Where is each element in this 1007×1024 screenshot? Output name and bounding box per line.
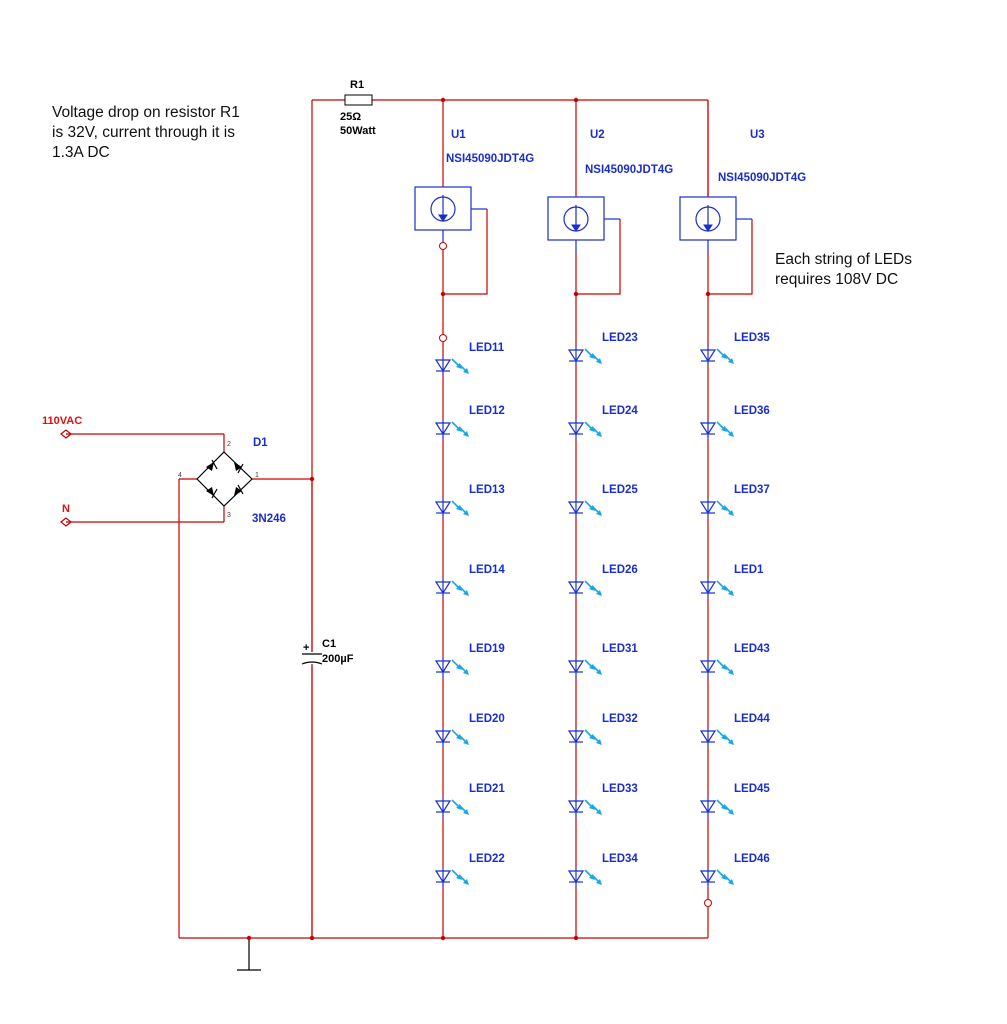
junction-dots — [246, 97, 711, 941]
led-led45: LED45 — [699, 783, 770, 817]
led-label: LED13 — [469, 484, 505, 496]
led-label: LED25 — [602, 484, 638, 496]
led-label: LED37 — [734, 484, 770, 496]
led-label: LED36 — [734, 405, 770, 417]
resistor-value: 25Ω — [340, 111, 361, 123]
resistor-ref: R1 — [350, 79, 364, 91]
led-led44: LED44 — [699, 713, 770, 747]
led-led34: LED34 — [567, 853, 638, 887]
led-led14: LED14 — [434, 564, 505, 598]
led-led13: LED13 — [434, 484, 505, 518]
led-led25: LED25 — [567, 484, 638, 518]
led-led32: LED32 — [567, 713, 638, 747]
led-led1: LED1 — [699, 564, 764, 598]
led-led36: LED36 — [699, 405, 770, 439]
led-led37: LED37 — [699, 484, 770, 518]
capacitor-value: 200µF — [322, 653, 354, 665]
regulator-ref: U3 — [750, 129, 765, 141]
line-input-label: 110VAC — [42, 415, 82, 427]
led-led43: LED43 — [699, 643, 770, 677]
led-led22: LED22 — [434, 853, 505, 887]
led-label: LED21 — [469, 783, 505, 795]
led-label: LED23 — [602, 332, 638, 344]
wiring — [66, 99, 708, 971]
led-label: LED46 — [734, 853, 770, 865]
capacitor-ref: C1 — [322, 638, 336, 650]
led-note: Each string of LEDs requires 108V DC — [775, 251, 912, 288]
led-label: LED19 — [469, 643, 505, 655]
led-label: LED22 — [469, 853, 505, 865]
resistor-note: Voltage drop on resistor R1 is 32V, curr… — [52, 104, 240, 161]
led-note-line-1: Each string of LEDs — [775, 251, 912, 268]
capacitor-polarity: + — [303, 642, 309, 654]
bridge-pin-3: 3 — [227, 512, 231, 519]
led-label: LED31 — [602, 643, 638, 655]
led-label: LED14 — [469, 564, 505, 576]
input-terminals: 110VAC N — [42, 415, 82, 527]
bridge-ref: D1 — [253, 437, 268, 449]
led-led19: LED19 — [434, 643, 505, 677]
led-led46: LED46 — [699, 853, 770, 887]
resistor-rating: 50Watt — [340, 125, 376, 137]
led-led21: LED21 — [434, 783, 505, 817]
led-label: LED43 — [734, 643, 770, 655]
led-led20: LED20 — [434, 713, 505, 747]
note-line-3: 1.3A DC — [52, 144, 110, 161]
led-label: LED1 — [734, 564, 764, 576]
led-led12: LED12 — [434, 405, 505, 439]
bridge-part: 3N246 — [252, 513, 286, 525]
led-label: LED12 — [469, 405, 505, 417]
note-line-2: is 32V, current through it is — [52, 124, 235, 141]
regulator-part: NSI45090JDT4G — [585, 164, 673, 176]
capacitor-c1: + C1 200µF — [300, 638, 354, 938]
led-led24: LED24 — [567, 405, 638, 439]
bridge-pin-1: 1 — [255, 472, 259, 479]
led-label: LED44 — [734, 713, 770, 725]
resistor-r1: R1 25Ω 50Watt — [340, 79, 376, 137]
led-label: LED35 — [734, 332, 770, 344]
bridge-pin-2: 2 — [227, 441, 231, 448]
led-led26: LED26 — [567, 564, 638, 598]
regulator-ref: U2 — [590, 129, 605, 141]
led-label: LED33 — [602, 783, 638, 795]
led-label: LED32 — [602, 713, 638, 725]
regulator-part: NSI45090JDT4G — [718, 172, 806, 184]
regulator-ref: U1 — [451, 129, 466, 141]
led-label: LED34 — [602, 853, 638, 865]
led-label: LED24 — [602, 405, 638, 417]
led-label: LED20 — [469, 713, 505, 725]
led-led31: LED31 — [567, 643, 638, 677]
led-led11: LED11 — [434, 342, 505, 376]
neutral-input-label: N — [62, 503, 70, 515]
led-label: LED26 — [602, 564, 638, 576]
bridge-rectifier-d1: 2 1 3 4 D1 3N246 — [178, 437, 286, 525]
led-led33: LED33 — [567, 783, 638, 817]
regulator-part: NSI45090JDT4G — [446, 153, 534, 165]
led-label: LED45 — [734, 783, 770, 795]
led-label: LED11 — [469, 342, 505, 354]
led-led35: LED35 — [699, 332, 770, 366]
bridge-pin-4: 4 — [178, 472, 182, 479]
note-line-1: Voltage drop on resistor R1 — [52, 104, 240, 121]
led-note-line-2: requires 108V DC — [775, 271, 898, 288]
led-led23: LED23 — [567, 332, 638, 366]
